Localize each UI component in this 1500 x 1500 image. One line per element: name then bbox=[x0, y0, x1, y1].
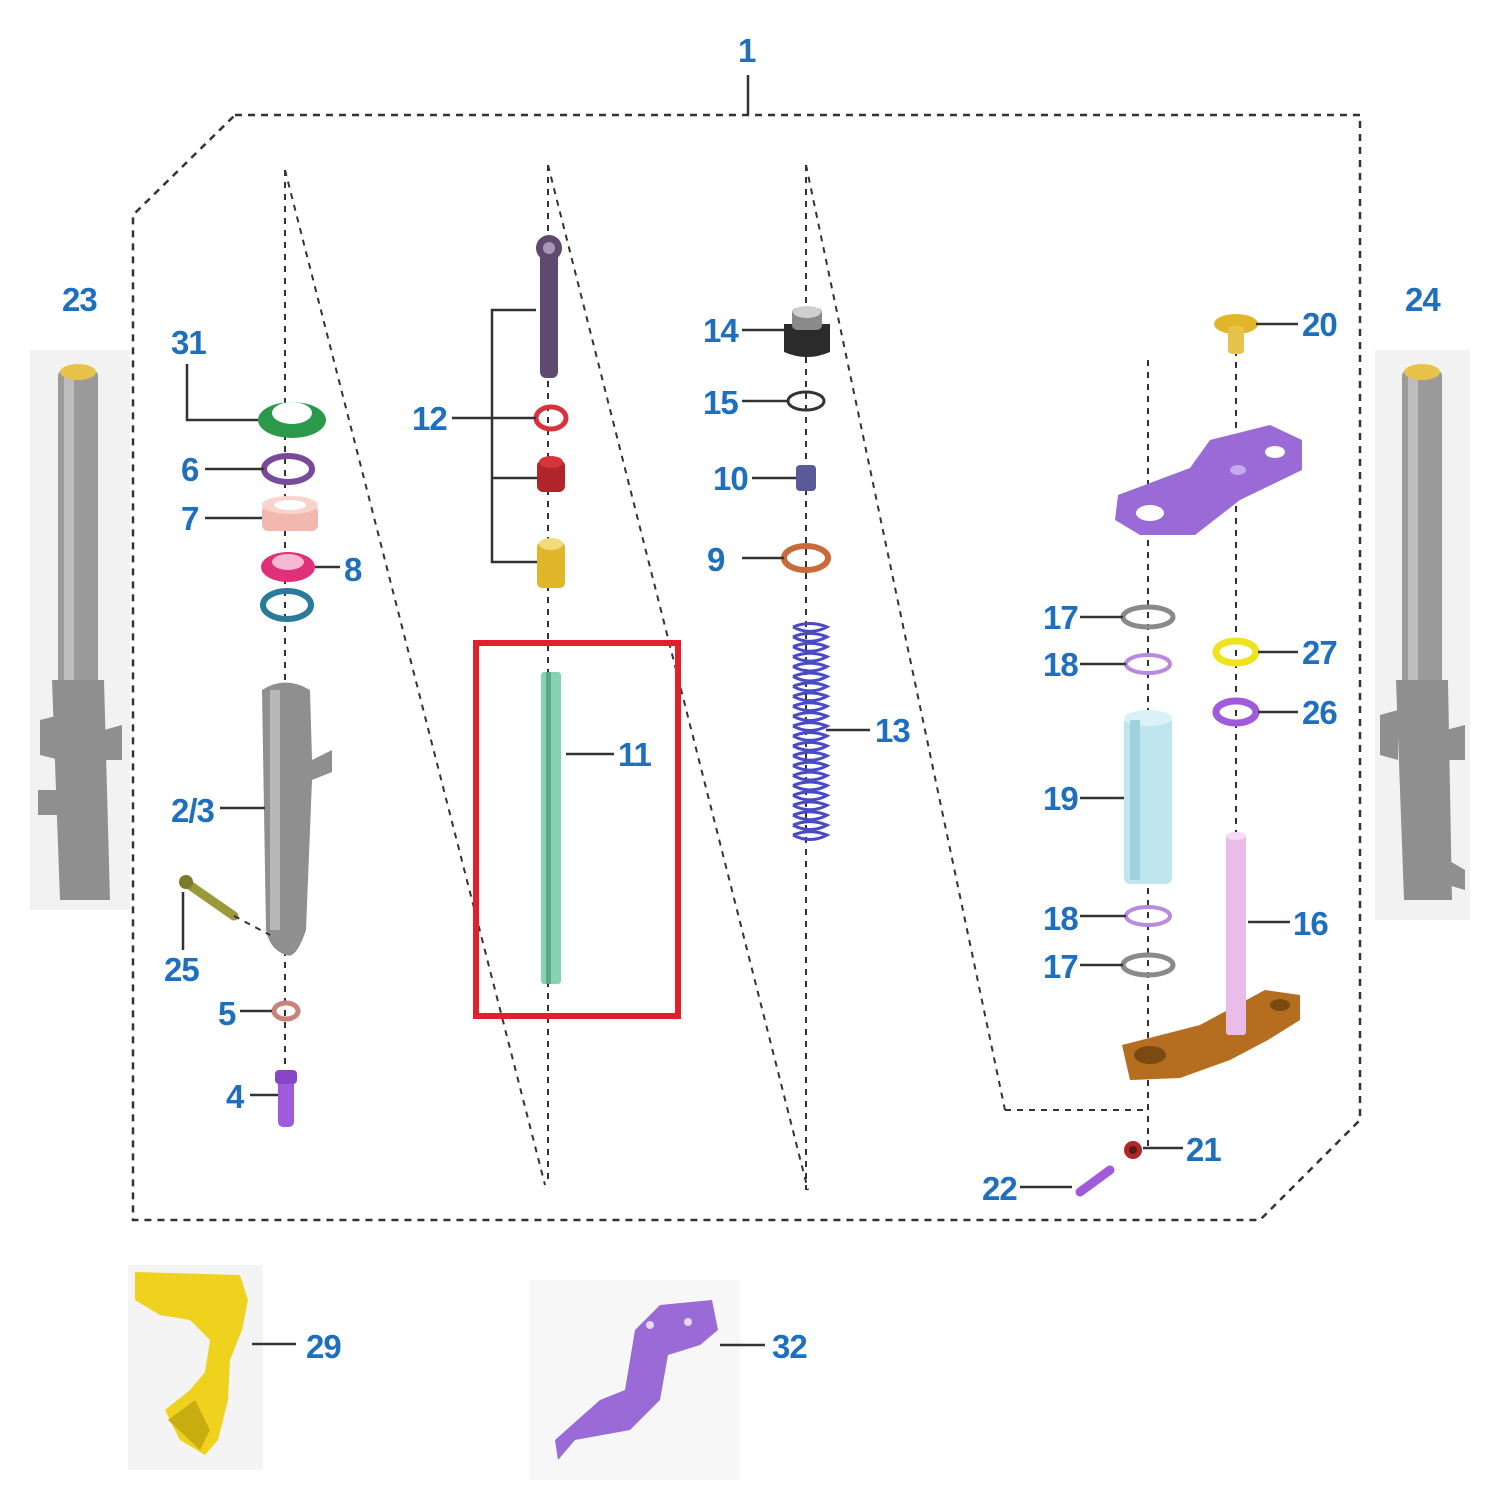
pipe-icon bbox=[541, 672, 561, 984]
o-ring-icon bbox=[533, 404, 569, 432]
fork-assembly-right-icon bbox=[1375, 350, 1470, 920]
label-16: 16 bbox=[1293, 905, 1328, 942]
washer-icon bbox=[271, 1000, 301, 1022]
bolt-icon bbox=[1075, 1165, 1115, 1197]
damper-rod-icon bbox=[536, 235, 562, 378]
assembly-outline bbox=[131, 75, 1362, 1222]
bracket-stay-icon bbox=[530, 1280, 740, 1480]
label-11: 11 bbox=[618, 736, 652, 773]
dust-seal-icon bbox=[261, 552, 315, 582]
label-18-upper: 18 bbox=[1043, 646, 1078, 683]
cap-bolt-icon bbox=[784, 306, 830, 357]
label-1: 1 bbox=[738, 32, 756, 69]
fork-assembly-left-icon bbox=[30, 350, 130, 910]
oil-seal-icon bbox=[258, 402, 326, 438]
brake-hose-holder-icon bbox=[128, 1265, 263, 1470]
label-19: 19 bbox=[1043, 780, 1078, 817]
label-9: 9 bbox=[707, 541, 725, 578]
nut-icon bbox=[1124, 1141, 1142, 1159]
label-5: 5 bbox=[218, 995, 236, 1032]
label-27: 27 bbox=[1302, 634, 1337, 671]
column-guides bbox=[284, 164, 1237, 1191]
label-20: 20 bbox=[1302, 306, 1337, 343]
o-ring-icon bbox=[261, 453, 315, 485]
nut-icon bbox=[1212, 637, 1260, 667]
label-26: 26 bbox=[1302, 694, 1337, 731]
label-10: 10 bbox=[713, 460, 748, 497]
spring-icon bbox=[792, 621, 831, 842]
label-32: 32 bbox=[772, 1328, 807, 1365]
label-21: 21 bbox=[1186, 1131, 1221, 1168]
spacer-icon bbox=[796, 465, 816, 491]
label-22: 22 bbox=[982, 1170, 1017, 1207]
steering-shaft-icon bbox=[1226, 832, 1246, 1035]
label-2-3: 2/3 bbox=[171, 792, 215, 829]
label-13: 13 bbox=[875, 712, 910, 749]
label-23: 23 bbox=[62, 281, 97, 318]
bolt-icon bbox=[1214, 314, 1258, 354]
label-31: 31 bbox=[171, 324, 206, 361]
highlight-box bbox=[473, 640, 681, 1019]
label-14: 14 bbox=[703, 312, 739, 349]
damper-adjuster-icon bbox=[537, 456, 565, 492]
label-18-lower: 18 bbox=[1043, 900, 1078, 937]
label-6: 6 bbox=[181, 451, 199, 488]
spacer-icon bbox=[1124, 710, 1172, 884]
label-12: 12 bbox=[412, 400, 447, 437]
label-17-upper: 17 bbox=[1043, 599, 1078, 636]
outer-tube-icon bbox=[262, 682, 332, 956]
label-15: 15 bbox=[703, 384, 738, 421]
label-4: 4 bbox=[226, 1078, 245, 1115]
label-29: 29 bbox=[306, 1328, 341, 1365]
label-8: 8 bbox=[344, 551, 362, 588]
bolt-icon bbox=[275, 1070, 297, 1127]
collar-icon bbox=[537, 538, 565, 588]
nut-icon bbox=[1212, 697, 1260, 727]
bushing-icon bbox=[262, 496, 318, 531]
label-25: 25 bbox=[164, 951, 199, 988]
under-bracket-icon bbox=[1122, 990, 1300, 1080]
retaining-ring-icon bbox=[260, 588, 314, 622]
label-17-lower: 17 bbox=[1043, 948, 1078, 985]
upper-bracket-icon bbox=[1115, 425, 1302, 535]
bolt-icon bbox=[179, 875, 239, 921]
label-24: 24 bbox=[1405, 281, 1441, 318]
label-7: 7 bbox=[181, 500, 198, 537]
